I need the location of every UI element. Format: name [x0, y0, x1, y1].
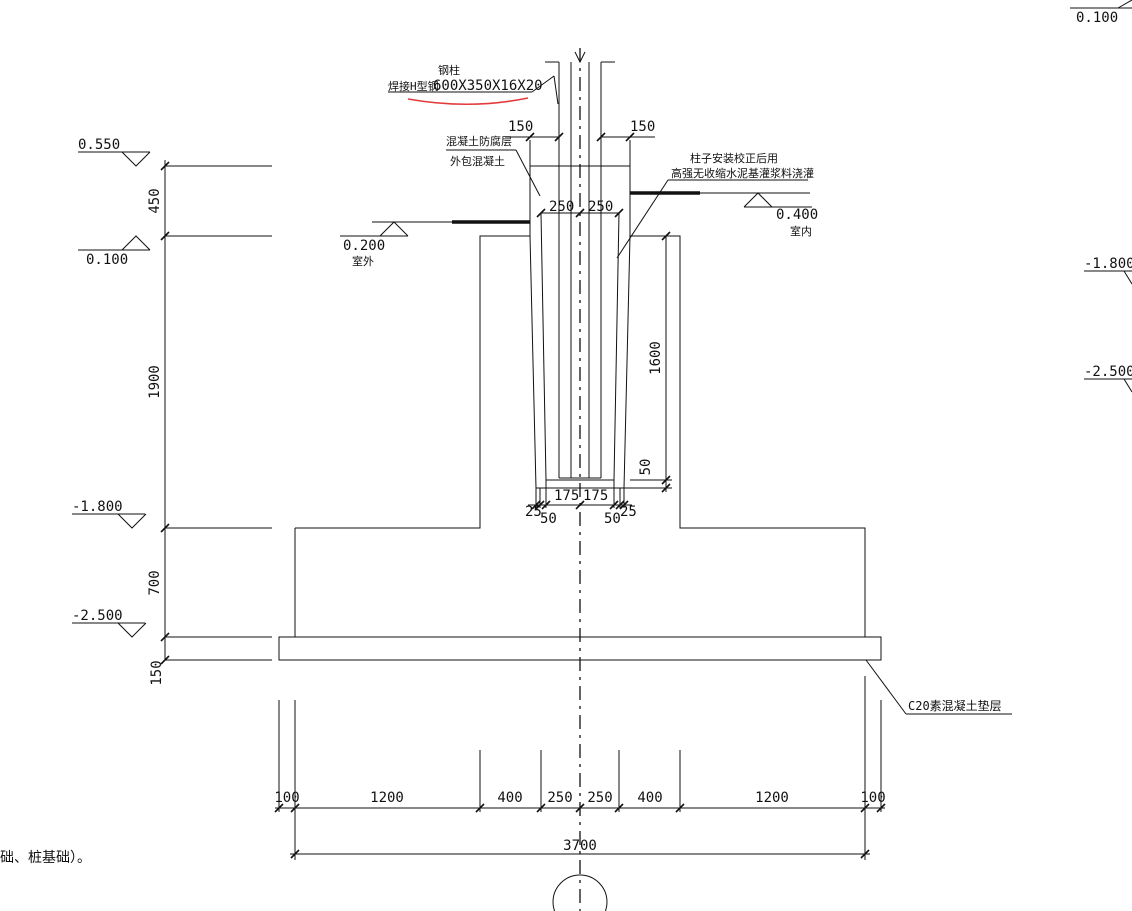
dim-175-left: 175 [554, 488, 579, 504]
dim-50-right: 50 [604, 511, 621, 527]
top-right-elevation: 0.100 [1076, 10, 1118, 26]
grout-line1: 柱子安装校正后用 [690, 151, 778, 165]
bottom-dim-2: 1200 [370, 790, 404, 806]
bottom-dimension-chain [274, 676, 886, 860]
steel-column-title: 钢柱 [438, 63, 460, 77]
grout-line2: 高强无收缩水泥基灌浆料浇灌 [671, 166, 814, 180]
bottom-dim-6: 400 [637, 790, 662, 806]
dim-150: 150 [149, 660, 165, 685]
indoor-label: 室内 [790, 224, 812, 238]
elevation-mark-0550 [78, 151, 151, 167]
cushion-label: C20素混凝土垫层 [908, 698, 1002, 713]
footnote-fragment: 础、桩基础）。 [0, 849, 91, 866]
right-elevation-minus-1800: -1.800 [1084, 256, 1132, 272]
dim-50-left: 50 [540, 511, 557, 527]
anticorrosion-line2: 外包混凝土 [450, 154, 505, 168]
dim-25-left: 25 [525, 504, 542, 520]
steel-column [545, 51, 615, 479]
indoor-elevation-mark [743, 192, 812, 208]
dim-1900: 1900 [147, 365, 163, 399]
axis-bubble [552, 874, 608, 911]
socket-top-dims [536, 208, 624, 218]
dim-50-vertical: 50 [638, 459, 654, 476]
dim-25-right: 25 [620, 504, 637, 520]
steel-column-spec-prefix: 焊接H型钢 [388, 79, 439, 93]
elevation-0550-label: 0.550 [78, 137, 120, 153]
right-elevation-minus-2500: -2.500 [1084, 364, 1132, 380]
bottom-dim-8: 100 [860, 790, 885, 806]
elevation-0100-label: 0.100 [86, 252, 128, 268]
column-top-dims [505, 132, 655, 166]
grout-leader [616, 179, 808, 259]
outdoor-elevation-mark [340, 221, 409, 237]
bottom-dim-1: 100 [274, 790, 299, 806]
socket-bottom-dims [528, 480, 632, 510]
steel-column-spec: 600X350X16X20 [433, 78, 543, 94]
outdoor-elevation-label: 0.200 [343, 238, 385, 254]
dim-150-right: 150 [630, 119, 655, 135]
dim-1600: 1600 [648, 341, 664, 375]
bottom-dim-7: 1200 [755, 790, 789, 806]
dim-250-left: 250 [549, 199, 574, 215]
cushion-leader [865, 659, 1012, 715]
red-underline-markup [407, 97, 529, 106]
dim-450: 450 [147, 188, 163, 213]
bottom-dim-total: 3700 [563, 838, 597, 854]
dim-175-right: 175 [583, 488, 608, 504]
right-edge-marks [1070, 0, 1132, 393]
elevation-mark-0100 [78, 235, 151, 251]
elevation-mark-minus-1800 [72, 513, 147, 529]
dim-150-left: 150 [508, 119, 533, 135]
bottom-dim-3: 400 [497, 790, 522, 806]
indoor-elevation-label: 0.400 [776, 207, 818, 223]
anticorrosion-leader [446, 149, 541, 197]
bottom-dim-5: 250 [587, 790, 612, 806]
outdoor-label: 室外 [352, 254, 374, 268]
elevation-mark-minus-2500 [72, 622, 147, 638]
elevation-minus-2500-label: -2.500 [72, 608, 123, 624]
steel-column-leader [388, 75, 559, 105]
bottom-dim-4: 250 [547, 790, 572, 806]
anticorrosion-line1: 混凝土防腐层 [446, 134, 512, 148]
dim-250-right: 250 [588, 199, 613, 215]
socket-depth-dims [624, 231, 672, 493]
dim-700: 700 [147, 570, 163, 595]
elevation-minus-1800-label: -1.800 [72, 499, 123, 515]
left-vertical-dimension [160, 160, 272, 665]
